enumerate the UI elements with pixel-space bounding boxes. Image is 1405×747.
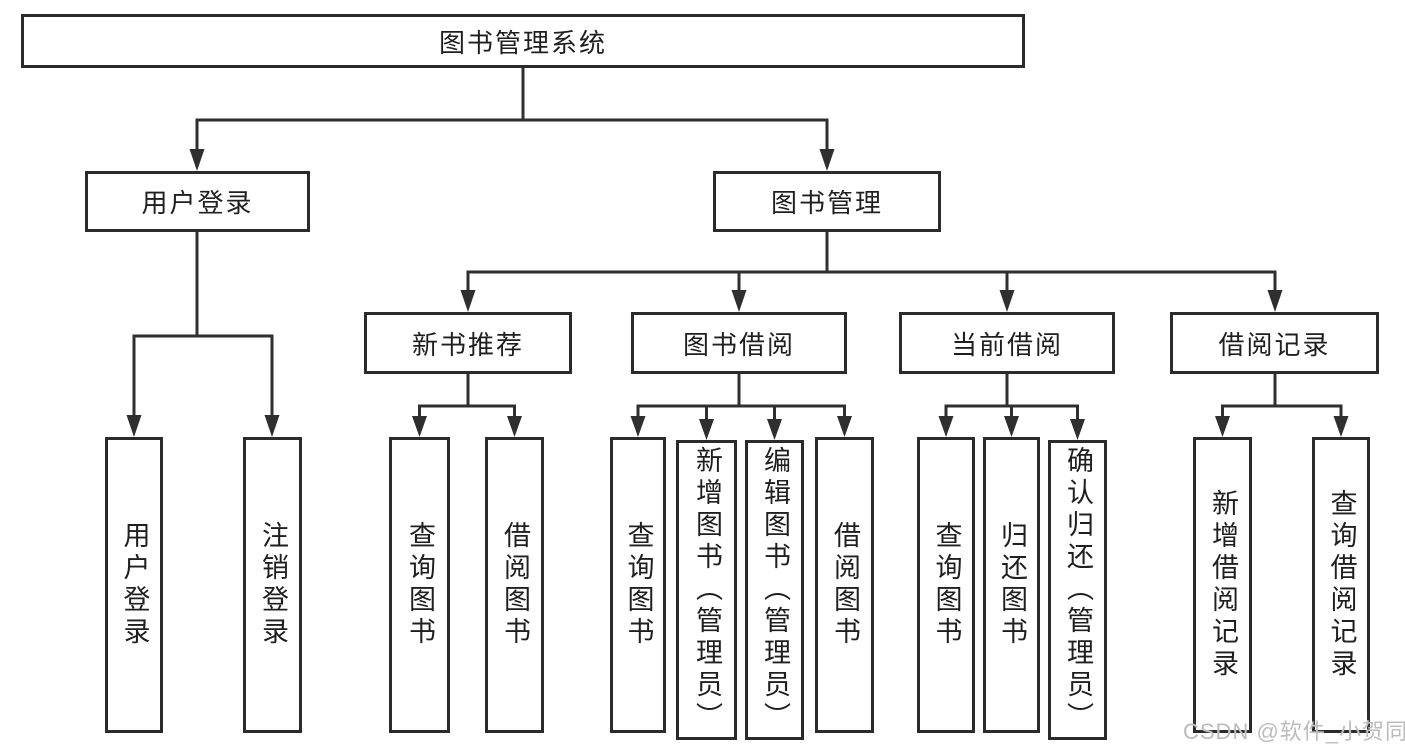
connector-borrowrecords-to-children: [1221, 374, 1343, 419]
node-user-login: 用户登录: [85, 171, 310, 232]
arrowheads: [126, 149, 1349, 440]
node-br-query: 查询借阅记录: [1312, 437, 1370, 733]
node-borrow-records: 借阅记录: [1170, 312, 1379, 374]
connector-bookmgmt-to-level3: [466, 232, 1277, 292]
node-rec-borrow: 借阅图书: [485, 437, 544, 733]
node-user-login-label: 用户登录: [141, 188, 254, 218]
node-borrow-records-label: 借阅记录: [1218, 329, 1331, 360]
connector-bookborrow-to-children: [636, 374, 846, 422]
node-new-book-rec: 新书推荐: [364, 312, 572, 374]
connector-root-to-level2: [195, 68, 829, 152]
node-book-borrow: 图书借阅: [631, 312, 847, 374]
node-current-borrow: 当前借阅: [899, 312, 1115, 374]
connector-currentborrow-to-children: [944, 374, 1079, 422]
node-bb-borrow-label: 借阅图书: [830, 521, 860, 649]
node-book-mgmt-label: 图书管理: [770, 188, 883, 218]
connector-newbookrec-to-children: [418, 374, 516, 419]
node-bb-query: 查询图书: [610, 437, 666, 733]
node-cb-return: 归还图书: [983, 437, 1040, 733]
node-login: 用户登录: [105, 437, 163, 733]
connector-userlogin-to-children: [132, 232, 274, 418]
node-br-add: 新增借阅记录: [1193, 437, 1252, 733]
node-bb-add: 新增图书（管理员）: [676, 440, 737, 740]
node-current-borrow-label: 当前借阅: [950, 329, 1063, 360]
csdn-watermark: CSDN @软件_小贺同学: [1183, 719, 1405, 744]
node-rec-borrow-label: 借阅图书: [500, 521, 530, 649]
node-cb-query-label: 查询图书: [931, 521, 962, 649]
node-cb-confirm: 确认归还（管理员）: [1048, 440, 1107, 740]
node-root: 图书管理系统: [21, 14, 1025, 68]
node-bb-edit-label: 编辑图书（管理员）: [760, 446, 790, 734]
node-root-label: 图书管理系统: [438, 27, 607, 58]
node-bb-edit: 编辑图书（管理员）: [745, 440, 804, 740]
node-rec-query-label: 查询图书: [405, 521, 435, 649]
node-book-borrow-label: 图书借阅: [682, 329, 795, 360]
node-book-mgmt: 图书管理: [713, 171, 941, 232]
node-cb-return-label: 归还图书: [997, 521, 1027, 649]
node-rec-query: 查询图书: [389, 437, 450, 733]
node-login-label: 用户登录: [119, 521, 150, 649]
node-bb-borrow: 借阅图书: [815, 437, 874, 733]
node-new-book-rec-label: 新书推荐: [411, 329, 524, 360]
node-br-add-label: 新增借阅记录: [1208, 489, 1238, 681]
node-bb-query-label: 查询图书: [623, 521, 654, 649]
node-logout-label: 注销登录: [258, 521, 288, 649]
node-cb-query: 查询图书: [917, 437, 975, 733]
node-logout: 注销登录: [243, 437, 302, 733]
node-cb-confirm-label: 确认归还（管理员）: [1063, 446, 1093, 734]
node-bb-add-label: 新增图书（管理员）: [692, 446, 722, 734]
node-br-query-label: 查询借阅记录: [1326, 489, 1357, 681]
